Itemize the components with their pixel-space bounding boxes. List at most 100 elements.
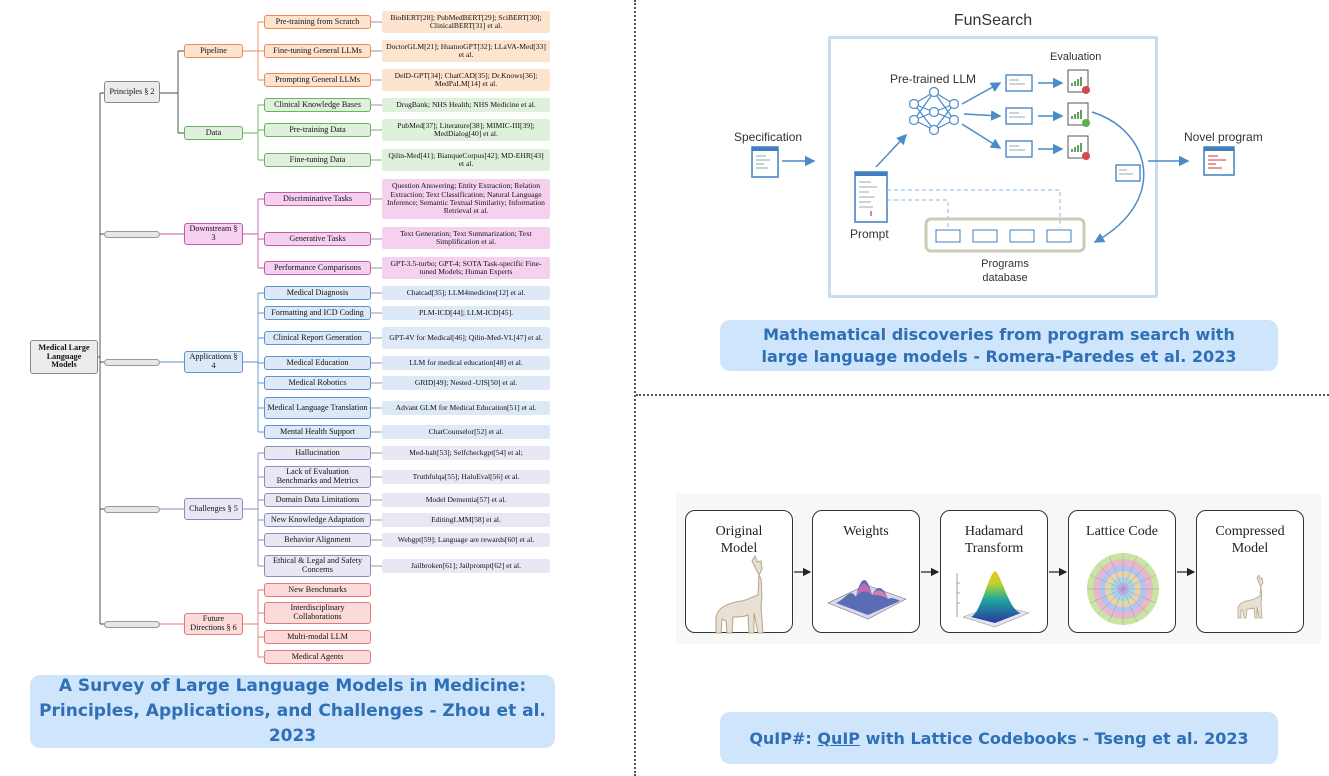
applications-item-refs: GPT-4V for Medical[46]; Qilin-Med-VL[47]… bbox=[382, 327, 550, 349]
quip-box-label: Model bbox=[1231, 541, 1269, 556]
prompt-doc-icon bbox=[854, 171, 888, 223]
downstream-item-label: Performance Comparisons bbox=[264, 261, 371, 275]
data-item-refs: PubMed[37]; Literature[38]; MIMIC-III[39… bbox=[382, 119, 550, 141]
section-applications-pill bbox=[104, 359, 160, 366]
challenges-item-label: Behavior Alignment bbox=[264, 533, 371, 547]
applications-item-label: Medical Robotics bbox=[264, 376, 371, 390]
novel-program-doc-icon bbox=[1203, 146, 1235, 176]
neural-network-icon bbox=[908, 86, 960, 136]
challenges-item-label: Domain Data Limitations bbox=[264, 493, 371, 507]
data-item-label: Clinical Knowledge Bases bbox=[264, 98, 371, 112]
program-doc-icon bbox=[1005, 140, 1033, 158]
applications-item-label: Medical Education bbox=[264, 356, 371, 370]
specification-doc-icon bbox=[751, 146, 779, 178]
novel-program-label: Novel program bbox=[1184, 130, 1263, 144]
quip-arrows bbox=[794, 567, 1196, 577]
applications-item-label: Medical Diagnosis bbox=[264, 286, 371, 300]
downstream-item-label: Generative Tasks bbox=[264, 232, 371, 246]
sub-pipeline: Pipeline bbox=[184, 44, 243, 58]
survey-taxonomy-figure: Medical Large Language Models Principles… bbox=[0, 0, 634, 670]
pipeline-item-label: Prompting General LLMs bbox=[264, 73, 371, 87]
future-item: Interdisciplinary Collaborations bbox=[264, 602, 371, 624]
database-program-icon bbox=[1046, 229, 1072, 243]
applications-item-label: Medical Language Translation bbox=[264, 397, 371, 419]
programs-database-line: database bbox=[982, 272, 1028, 284]
applications-item-refs: PLM-ICD[44]; LLM-ICD[45]. bbox=[382, 306, 550, 320]
funsearch-title: FunSearch bbox=[953, 12, 1033, 29]
evaluation-pass-icon bbox=[1067, 102, 1090, 127]
future-item: New Benchmarks bbox=[264, 583, 371, 597]
applications-item-refs: LLM for medical education[48] et al. bbox=[382, 356, 550, 370]
quip-box-label: Hadamard bbox=[964, 524, 1024, 539]
section-applications: Applications § 4 bbox=[184, 351, 243, 373]
quip-box-label: Transform bbox=[964, 541, 1024, 556]
root-node: Medical Large Language Models bbox=[30, 340, 98, 374]
challenges-item-label: Lack of Evaluation Benchmarks and Metric… bbox=[264, 466, 371, 488]
funsearch-caption: Mathematical discoveries from program se… bbox=[720, 320, 1278, 371]
section-downstream-pill bbox=[104, 231, 160, 238]
data-item-refs: DrugBank; NHS Health; NHS Medicine et al… bbox=[382, 98, 550, 112]
quip-box-label: Compressed bbox=[1215, 524, 1285, 539]
challenges-item-refs: Model Dementia[57] et al. bbox=[382, 493, 550, 507]
funsearch-diagram bbox=[751, 69, 1235, 253]
programs-database-line: Programs bbox=[981, 258, 1029, 270]
section-principles: Principles § 2 bbox=[104, 81, 160, 103]
future-item: Multi-modal LLM bbox=[264, 630, 371, 644]
challenges-item-refs: EditingLMM[58] et al. bbox=[382, 513, 550, 527]
section-challenges-pill bbox=[104, 506, 160, 513]
future-item: Medical Agents bbox=[264, 650, 371, 664]
challenges-item-refs: Med-halt[53]; Selfcheckgpt[54] et al; bbox=[382, 446, 550, 460]
section-challenges: Challenges § 5 bbox=[184, 498, 243, 520]
downstream-item-label: Discriminative Tasks bbox=[264, 192, 371, 206]
challenges-item-label: Hallucination bbox=[264, 446, 371, 460]
challenges-item-refs: Jailbroken[61]; Jailprompt[62] et al. bbox=[382, 559, 550, 573]
pipeline-item-label: Fine-tuning General LLMs bbox=[264, 44, 371, 58]
funsearch-frame bbox=[828, 36, 1158, 298]
downstream-item-refs: GPT-3.5-turbo; GPT-4; SOTA Task-specific… bbox=[382, 257, 550, 279]
database-program-icon bbox=[935, 229, 961, 243]
small-llama-icon bbox=[1237, 575, 1264, 619]
evaluation-fail-icon bbox=[1067, 69, 1090, 94]
evaluation-label: Evaluation bbox=[1050, 51, 1102, 63]
programs-database-label: Programs database bbox=[955, 257, 1055, 285]
section-downstream: Downstream § 3 bbox=[184, 223, 243, 245]
sub-data: Data bbox=[184, 126, 243, 140]
evaluation-fail-icon bbox=[1067, 135, 1090, 160]
vertical-divider bbox=[634, 0, 636, 776]
applications-item-label: Formatting and ICD Coding bbox=[264, 306, 371, 320]
downstream-item-refs: Text Generation; Text Summarization; Tex… bbox=[382, 227, 550, 249]
quip-caption-prefix: QuIP#: bbox=[749, 728, 818, 748]
weights-surface-icon bbox=[827, 580, 907, 620]
database-program-icon bbox=[972, 229, 998, 243]
downstream-item-refs: Question Answering; Entity Extraction; R… bbox=[382, 179, 550, 219]
challenges-item-label: Ethical & Legal and Safety Concerns bbox=[264, 555, 371, 577]
survey-caption: A Survey of Large Language Models in Med… bbox=[30, 675, 555, 748]
applications-item-label: Mental Health Support bbox=[264, 425, 371, 439]
pipeline-item-label: Pre-training from Scratch bbox=[264, 15, 371, 29]
programs-database-box bbox=[924, 217, 1086, 253]
survey-caption-line: Principles, Applications, and Challenges… bbox=[39, 701, 546, 746]
applications-item-refs: Chatcad[35]; LLM4medicine[12] et al. bbox=[382, 286, 550, 300]
llama-icon bbox=[715, 555, 764, 634]
challenges-item-label: New Knowledge Adaptation bbox=[264, 513, 371, 527]
pipeline-item-refs: BioBERT[28]; PubMedBERT[29]; SciBERT[30]… bbox=[382, 11, 550, 33]
data-item-label: Pre-training Data bbox=[264, 123, 371, 137]
survey-caption-line: A Survey of Large Language Models in Med… bbox=[58, 676, 527, 696]
quip-box-label: Original bbox=[715, 524, 763, 539]
challenges-item-refs: Webgpt[59]; Language are rewards[60] et … bbox=[382, 533, 550, 547]
gaussian-surface-icon bbox=[956, 571, 1030, 628]
applications-item-refs: Advant GLM for Medical Education[51] et … bbox=[382, 401, 550, 415]
quip-caption-link[interactable]: QuIP bbox=[817, 728, 861, 748]
quip-box-label: Model bbox=[720, 541, 758, 556]
lattice-sphere-icon bbox=[1087, 553, 1159, 625]
llm-label: Pre-trained LLM bbox=[890, 72, 977, 86]
tree-connectors bbox=[98, 21, 382, 658]
quip-box-lattice-code: Lattice Code bbox=[1068, 510, 1176, 633]
data-item-label: Fine-tuning Data bbox=[264, 153, 371, 167]
funsearch-caption-line: Mathematical discoveries from program se… bbox=[763, 324, 1235, 344]
database-program-icon bbox=[1009, 229, 1035, 243]
applications-item-refs: GRID[49]; Nested -UIS[50] et al. bbox=[382, 376, 550, 390]
